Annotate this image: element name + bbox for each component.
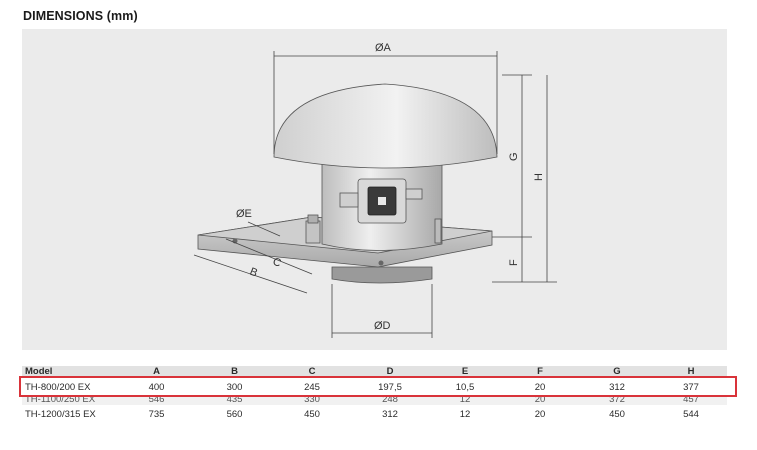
column-header-h: H [687,366,695,377]
table-cell: 400 [148,382,165,393]
column-header-g: G [613,366,621,377]
table-header-row: Model A B C D E F G H [22,366,727,378]
dim-label-d: ØD [374,320,391,332]
table-cell: 330 [304,395,320,405]
table-cell: 20 [534,409,546,420]
column-header-model: Model [25,366,53,377]
column-header-c: C [308,366,316,377]
table-cell: 10,5 [455,382,475,393]
fan-diagram: ØA G H F ØD C B ØE [193,42,557,338]
column-header-d: D [386,366,394,377]
table-cell: 377 [683,382,699,393]
table-row-highlighted: TH-800/200 EX 400 300 245 197,5 10,5 20 … [22,381,727,394]
spigot [331,266,433,284]
fan-dimension-drawing: ØA G H F ØD C B ØE [22,29,727,350]
table-cell-model: TH-1200/315 EX [25,409,96,420]
table-cell-model: TH-800/200 EX [25,382,91,393]
dome-cover [273,83,498,169]
table-cell: 560 [226,409,243,420]
column-header-b: B [231,366,238,377]
dim-label-b: B [248,266,259,280]
table-cell: 245 [304,382,320,393]
table-row: TH-1100/250 EX 546 435 330 248 12 20 372… [22,395,727,405]
dim-label-a: ØA [375,42,392,54]
dim-label-h: H [533,173,545,181]
table-cell: 450 [304,409,320,420]
table-cell: 735 [148,409,165,420]
table-cell: 435 [226,395,243,405]
dim-label-g: G [508,152,520,161]
table-cell: 197,5 [378,382,402,393]
table-row: TH-1200/315 EX 735 560 450 312 12 20 450… [22,408,727,421]
dim-label-c: C [271,256,283,270]
page-title: DIMENSIONS (mm) [23,9,138,23]
table-cell: 312 [382,409,398,420]
table-cell-model: TH-1100/250 EX [25,395,96,405]
table-cell: 546 [148,395,165,405]
table-cell: 12 [459,395,471,405]
table-cell: 457 [683,395,699,405]
column-header-f: F [537,366,543,377]
column-header-e: E [461,366,469,377]
table-cell: 300 [226,382,243,393]
table-cell: 248 [382,395,398,405]
table-cell: 372 [609,395,625,405]
dim-label-e: ØE [236,208,252,220]
dimensions-table: Model A B C D E F G H TH-1100/250 EX 546… [22,366,727,421]
table-cell: 312 [609,382,625,393]
table-cell: 12 [459,409,471,420]
column-header-a: A [153,366,160,377]
highlighted-row-frame: TH-800/200 EX 400 300 245 197,5 10,5 20 … [19,376,737,397]
dim-label-f: F [508,259,520,266]
table-cell: 450 [609,409,625,420]
table-cell: 544 [683,409,699,420]
table-cell: 20 [534,382,546,393]
table-cell: 20 [534,395,546,405]
